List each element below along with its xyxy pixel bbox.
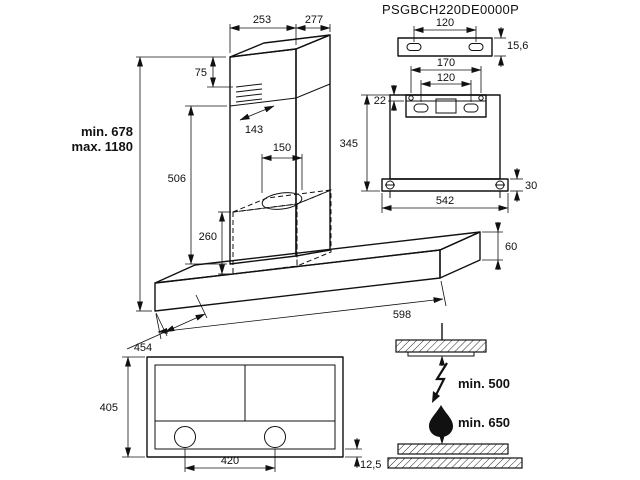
dim-knob-spacing: 420	[184, 449, 276, 472]
dim-260-label: 260	[199, 231, 217, 243]
dim-150-label: 150	[273, 142, 291, 154]
dim-75-label: 75	[195, 67, 207, 79]
dim-total-height: min. 678 max. 1180	[72, 56, 226, 312]
hob-cross-section	[387, 443, 523, 469]
dim-bracket-hole-spacing: 120	[413, 17, 477, 42]
dim-bottom-strip: 12,5	[345, 438, 381, 471]
dim-chimney-width: 253 277	[229, 14, 331, 53]
clearance-view: min. 500 min. 650	[387, 323, 523, 469]
control-knob-right	[264, 426, 286, 448]
canopy-side-face	[439, 231, 481, 279]
dim-lower-hole-spacing: 120	[420, 72, 472, 102]
lightning-icon	[432, 362, 448, 403]
height-min-label: min. 678	[81, 124, 133, 139]
electric-clearance-label: min. 500	[458, 376, 510, 391]
dim-flange-height: 30	[510, 168, 537, 202]
dim-405-label: 405	[100, 402, 118, 414]
dim-chimney-height: 506	[168, 105, 227, 265]
chimney-top-face	[229, 34, 331, 58]
canopy	[154, 231, 481, 312]
dim-120-lower-label: 120	[437, 72, 455, 84]
dim-542-label: 542	[436, 195, 454, 207]
dim-170-label: 170	[437, 57, 455, 69]
dim-body-height: 345	[340, 94, 388, 192]
duct-box	[232, 189, 332, 275]
dim-143-label: 143	[245, 124, 263, 136]
dim-60-label: 60	[505, 241, 517, 253]
dim-box-height: 260	[199, 211, 231, 275]
dim-canopy-thickness: 60	[482, 222, 517, 270]
dim-120-top-label: 120	[436, 17, 454, 29]
rear-view: 120 15,6 170	[340, 17, 537, 213]
canopy-front-face	[154, 249, 441, 312]
bracket-slot-right	[468, 43, 484, 51]
control-knob-left	[174, 426, 196, 448]
dim-506-label: 506	[168, 173, 186, 185]
dim-panel-height: 405	[100, 356, 145, 458]
dim-rail-offset: 22	[374, 85, 404, 111]
wall-bracket	[397, 37, 493, 57]
dim-277-label: 277	[305, 14, 323, 26]
dim-15-6-label: 15,6	[507, 40, 528, 52]
dim-454-label: 454	[134, 342, 152, 354]
dim-253-label: 253	[253, 14, 271, 26]
chimney-seam	[229, 83, 331, 107]
chimney-side-face	[295, 34, 331, 257]
gas-clearance-label: min. 650	[458, 415, 510, 430]
dim-grille-offset: 75	[195, 56, 233, 88]
worktop-bar	[387, 457, 523, 469]
bottom-flange	[381, 178, 509, 198]
dim-598-label: 598	[393, 309, 411, 321]
dim-30-label: 30	[525, 180, 537, 192]
isometric-view: 253 277 75 143 506 min. 678 max. 1180	[72, 14, 518, 354]
dim-345-label: 345	[340, 138, 358, 150]
front-panel	[146, 356, 344, 458]
dim-upper-hole-spacing: 170	[410, 57, 482, 93]
product-code: PSGBCH220DE0000P	[382, 2, 519, 17]
bracket-slot-left	[406, 43, 422, 51]
dim-duct-diameter: 150	[261, 142, 303, 193]
height-max-label: max. 1180	[72, 139, 133, 154]
dim-420-label: 420	[221, 455, 239, 467]
vent-grille	[235, 83, 263, 103]
flame-icon	[429, 405, 453, 437]
dim-canopy-width: 598	[155, 280, 447, 340]
dim-canopy-depth: 454	[126, 294, 208, 354]
dim-body-width: 542	[381, 193, 509, 213]
duct-outlet	[261, 192, 303, 210]
dim-12-5-label: 12,5	[360, 459, 381, 471]
dim-22-label: 22	[374, 95, 386, 107]
hood-cross-section	[395, 339, 487, 357]
front-view: 405 420 12,5	[100, 356, 381, 472]
mounting-rail	[405, 94, 487, 118]
chimney-front-face	[229, 48, 297, 265]
dim-upper-duct-depth: 143	[239, 105, 275, 136]
dim-bracket-height: 15,6	[494, 27, 528, 67]
